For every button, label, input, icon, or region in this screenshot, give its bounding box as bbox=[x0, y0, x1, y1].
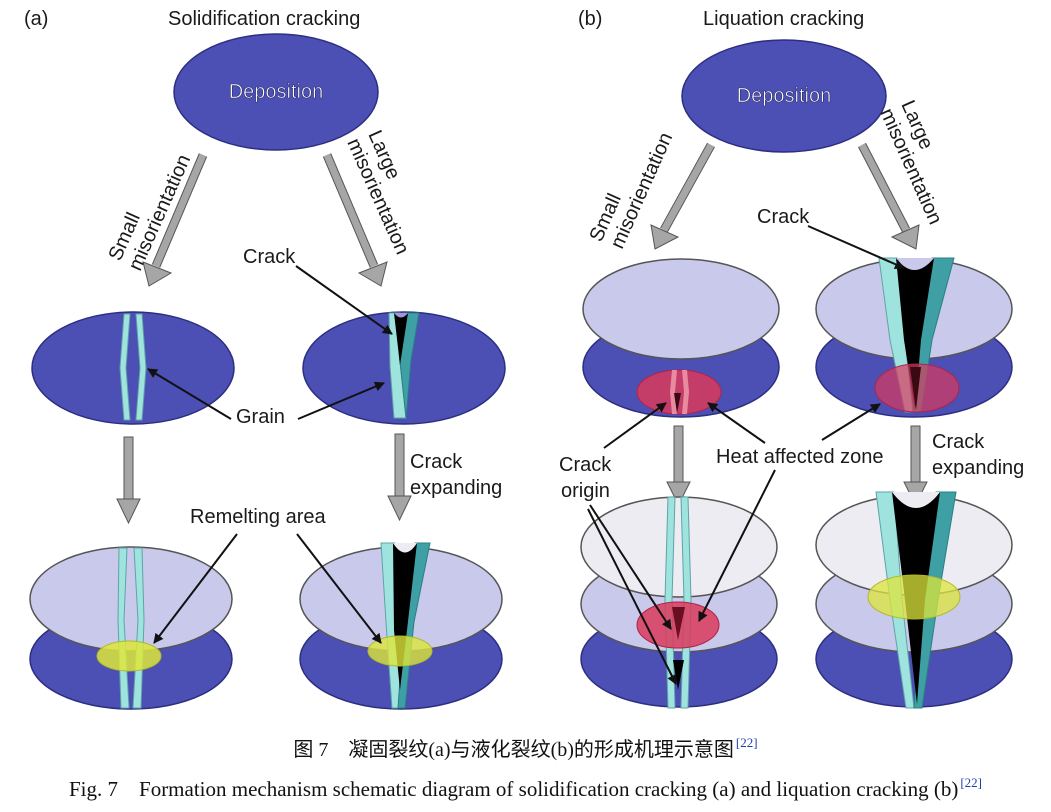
grain-left bbox=[670, 370, 677, 414]
crack-origin-pointer bbox=[589, 504, 672, 630]
crack-shape bbox=[896, 258, 934, 410]
panel-b-tag: (b) bbox=[578, 8, 602, 30]
crack-shape bbox=[673, 660, 684, 690]
grain-left bbox=[119, 313, 131, 421]
crack-tip bbox=[896, 258, 934, 270]
crack-origin-line2: origin bbox=[561, 480, 610, 502]
panel-a-title: Solidification cracking bbox=[168, 8, 360, 30]
crack-tip bbox=[892, 492, 940, 508]
haz-pointer bbox=[707, 402, 766, 444]
layer-ellipse bbox=[31, 311, 235, 425]
caption-chinese-text: 图 7 凝固裂纹(a)与液化裂纹(b)的形成机理示意图 bbox=[293, 739, 734, 761]
crack-tip bbox=[393, 543, 417, 553]
crack-expanding-line2: expanding bbox=[410, 477, 502, 499]
remelting-area bbox=[96, 640, 162, 672]
deposition-label: Deposition bbox=[737, 85, 832, 107]
deposition-ellipse bbox=[681, 39, 887, 153]
grain-right bbox=[682, 370, 689, 414]
remelting-area bbox=[867, 574, 961, 620]
deposition-label: Deposition bbox=[229, 81, 324, 103]
gray-arrow-large bbox=[322, 153, 388, 287]
top-layer-ellipse bbox=[580, 496, 778, 598]
heat-affected-zone bbox=[636, 369, 722, 415]
remelting-pointer-left bbox=[153, 533, 238, 644]
panel-b-title: Liquation cracking bbox=[703, 8, 864, 30]
crack-label: Crack bbox=[757, 206, 810, 228]
top-layer-ellipse bbox=[582, 258, 780, 360]
panel-a: (a) Solidification cracking Deposition S… bbox=[24, 8, 506, 710]
down-arrow-left bbox=[666, 425, 691, 507]
deposition-ellipse bbox=[173, 33, 379, 151]
diagram-canvas: (a) Solidification cracking Deposition S… bbox=[24, 8, 1024, 710]
remelting-pointer-right bbox=[296, 533, 382, 644]
remelting-area bbox=[367, 635, 433, 667]
crack-origin-pointer bbox=[603, 402, 667, 449]
down-arrow-right bbox=[387, 433, 412, 522]
haz-label: Heat affected zone bbox=[716, 446, 884, 468]
haz-pointer bbox=[821, 403, 881, 441]
grain-pointer-right bbox=[297, 381, 385, 420]
crack-expanding-line1: Crack bbox=[410, 451, 463, 473]
caption-chinese: 图 7 凝固裂纹(a)与液化裂纹(b)的形成机理示意图[22] bbox=[0, 733, 1051, 762]
crack-shape bbox=[672, 607, 685, 640]
crack-origin-shape bbox=[674, 393, 681, 413]
panel-b: (b) Liquation cracking Deposition Small … bbox=[559, 8, 1024, 709]
caption-english: Fig. 7 Formation mechanism schematic dia… bbox=[0, 773, 1051, 803]
citation-marker: [22] bbox=[960, 775, 982, 790]
citation-marker: [22] bbox=[735, 735, 758, 750]
crack-pointer bbox=[295, 265, 393, 335]
crack-expanding-line2: expanding bbox=[932, 457, 1024, 479]
crack-label: Crack bbox=[243, 246, 296, 268]
crack-tip bbox=[394, 313, 408, 318]
crack-expanding-line1: Crack bbox=[932, 431, 985, 453]
gray-arrow-small bbox=[650, 142, 715, 250]
top-layer-ellipse bbox=[29, 546, 233, 652]
gray-arrow-large bbox=[858, 142, 920, 250]
haz-pointer bbox=[698, 469, 776, 622]
crack-pointer bbox=[807, 225, 905, 269]
crack-origin-pointer bbox=[587, 508, 677, 685]
grain-pointer-left bbox=[147, 368, 232, 420]
grain-label: Grain bbox=[236, 406, 285, 428]
remelting-area-label: Remelting area bbox=[190, 506, 327, 528]
gray-arrow-small bbox=[142, 153, 208, 287]
crack-shape bbox=[910, 367, 921, 410]
caption-english-text: Fig. 7 Formation mechanism schematic dia… bbox=[69, 777, 959, 801]
down-arrow-left bbox=[116, 436, 141, 525]
grain-right bbox=[135, 313, 147, 421]
panel-a-tag: (a) bbox=[24, 8, 48, 30]
crack-origin-line1: Crack bbox=[559, 454, 612, 476]
crack-shape bbox=[394, 313, 408, 365]
